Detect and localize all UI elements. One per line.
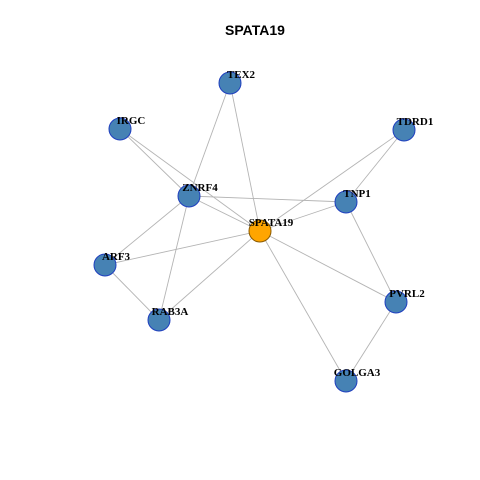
- node-golga3: [334, 369, 358, 393]
- edge-arf3-rab3a: [104, 264, 160, 321]
- node-label-pvrl2: PVRL2: [389, 288, 425, 300]
- node-spata19: [248, 219, 272, 243]
- edge-spata19-pvrl2: [259, 230, 397, 303]
- node-tdrd1: [392, 118, 416, 142]
- node-label-spata19: SPATA19: [249, 217, 294, 229]
- nodes-layer: [93, 71, 416, 393]
- edge-tdrd1-tnp1: [345, 129, 405, 203]
- edge-znrf4-arf3: [104, 195, 190, 266]
- edge-spata19-arf3: [104, 230, 261, 266]
- node-rab3a: [147, 308, 171, 332]
- node-label-tdrd1: TDRD1: [397, 116, 434, 128]
- edge-spata19-rab3a: [158, 230, 261, 321]
- node-label-tnp1: TNP1: [343, 188, 371, 200]
- edge-spata19-golga3: [259, 230, 347, 382]
- node-label-znrf4: ZNRF4: [182, 182, 218, 194]
- edge-irgc-spata19: [119, 128, 261, 232]
- edge-pvrl2-golga3: [345, 301, 397, 382]
- edge-tnp1-spata19: [259, 201, 347, 232]
- edge-znrf4-tnp1: [188, 195, 347, 203]
- node-label-irgc: IRGC: [117, 115, 146, 127]
- edges-layer: [104, 82, 405, 382]
- node-label-arf3: ARF3: [102, 251, 131, 263]
- node-tex2: [218, 71, 242, 95]
- node-tnp1: [334, 190, 358, 214]
- edge-tnp1-pvrl2: [345, 201, 397, 303]
- edge-tex2-znrf4: [188, 82, 231, 197]
- node-pvrl2: [384, 290, 408, 314]
- edge-tdrd1-spata19: [259, 129, 405, 232]
- node-label-golga3: GOLGA3: [334, 367, 381, 379]
- edge-tex2-spata19: [229, 82, 261, 232]
- node-znrf4: [177, 184, 201, 208]
- node-arf3: [93, 253, 117, 277]
- node-label-tex2: TEX2: [227, 69, 256, 81]
- edge-znrf4-rab3a: [158, 195, 190, 321]
- diagram-title: SPATA19: [225, 22, 285, 38]
- node-label-rab3a: RAB3A: [152, 306, 189, 318]
- edge-znrf4-spata19: [188, 195, 261, 232]
- edge-irgc-znrf4: [119, 128, 190, 197]
- node-irgc: [108, 117, 132, 141]
